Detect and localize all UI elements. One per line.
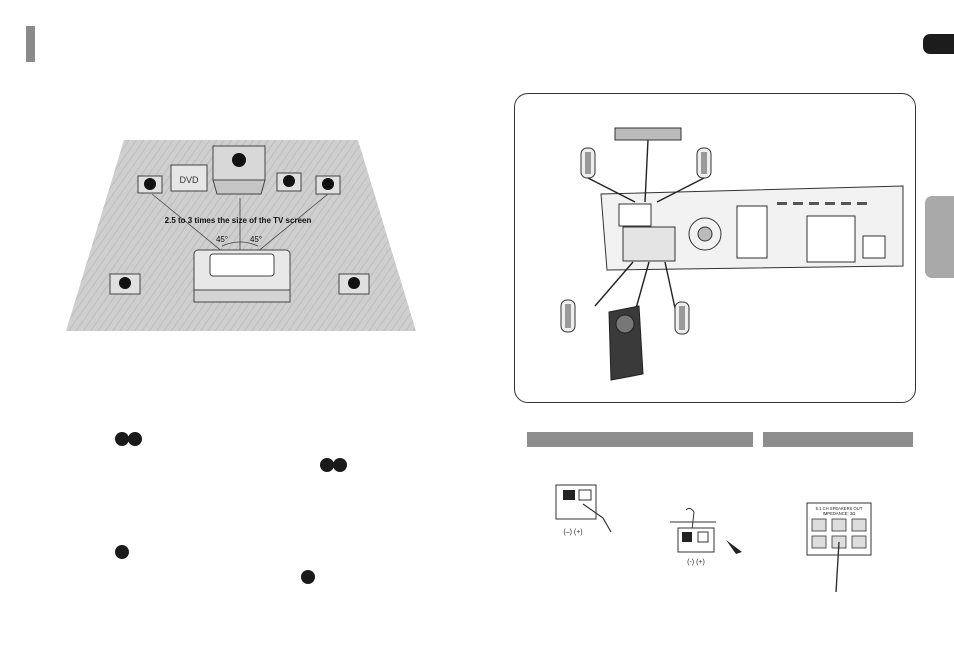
rear-right-speaker xyxy=(338,273,370,295)
subwoofer xyxy=(608,305,644,381)
center-speaker xyxy=(212,145,266,181)
connect-speaker-section-bar xyxy=(527,432,753,447)
section-title-marker xyxy=(26,26,35,62)
bullet-marker xyxy=(128,432,142,446)
distance-note: 2.5 to 3 times the size of the TV screen xyxy=(165,216,312,225)
front-left-speaker xyxy=(580,147,596,179)
receiver-unit xyxy=(600,185,904,271)
bullet-marker xyxy=(115,432,129,446)
center-speaker xyxy=(614,127,682,141)
rear-left-speaker xyxy=(109,273,141,295)
bullet-marker xyxy=(333,458,347,472)
speaker-connection-diagram xyxy=(514,93,916,403)
bullet-marker xyxy=(115,545,129,559)
language-tab xyxy=(923,34,954,54)
chapter-tab xyxy=(925,196,954,278)
speaker-placement-diagram: DVD 2.5 to 3 times the size of the TV sc… xyxy=(66,140,416,331)
terminal-insert-illustration: (-) (+) xyxy=(670,507,742,566)
speaker-connector-panel: 5.1 CH SPEAKERS OUT IMPEDANCE: 3Ω xyxy=(806,502,872,593)
connection-illustration xyxy=(560,127,904,381)
dvd-label: DVD xyxy=(179,175,199,185)
front-right-outer-speaker xyxy=(315,175,341,195)
front-right-speaker xyxy=(276,172,302,192)
angle-right-label: 45° xyxy=(250,235,262,244)
dvd-unit: DVD xyxy=(170,164,208,192)
polarity-label: (–) (+) xyxy=(563,529,582,536)
polarity-label: (-) (+) xyxy=(687,559,705,566)
surround-left-speaker xyxy=(560,299,576,333)
panel-impedance: IMPEDANCE: 3Ω xyxy=(823,511,856,516)
front-right-speaker xyxy=(696,147,712,179)
panel-heading: 5.1 CH SPEAKERS OUT xyxy=(816,506,863,511)
front-left-speaker xyxy=(137,175,163,194)
angle-left-label: 45° xyxy=(216,235,228,244)
sofa xyxy=(193,249,291,303)
bullet-marker xyxy=(320,458,334,472)
terminal-press-illustration: (–) (+) xyxy=(555,484,612,536)
surround-right-speaker xyxy=(674,301,690,335)
bullet-marker xyxy=(301,570,315,584)
terminal-section-bar xyxy=(763,432,913,447)
